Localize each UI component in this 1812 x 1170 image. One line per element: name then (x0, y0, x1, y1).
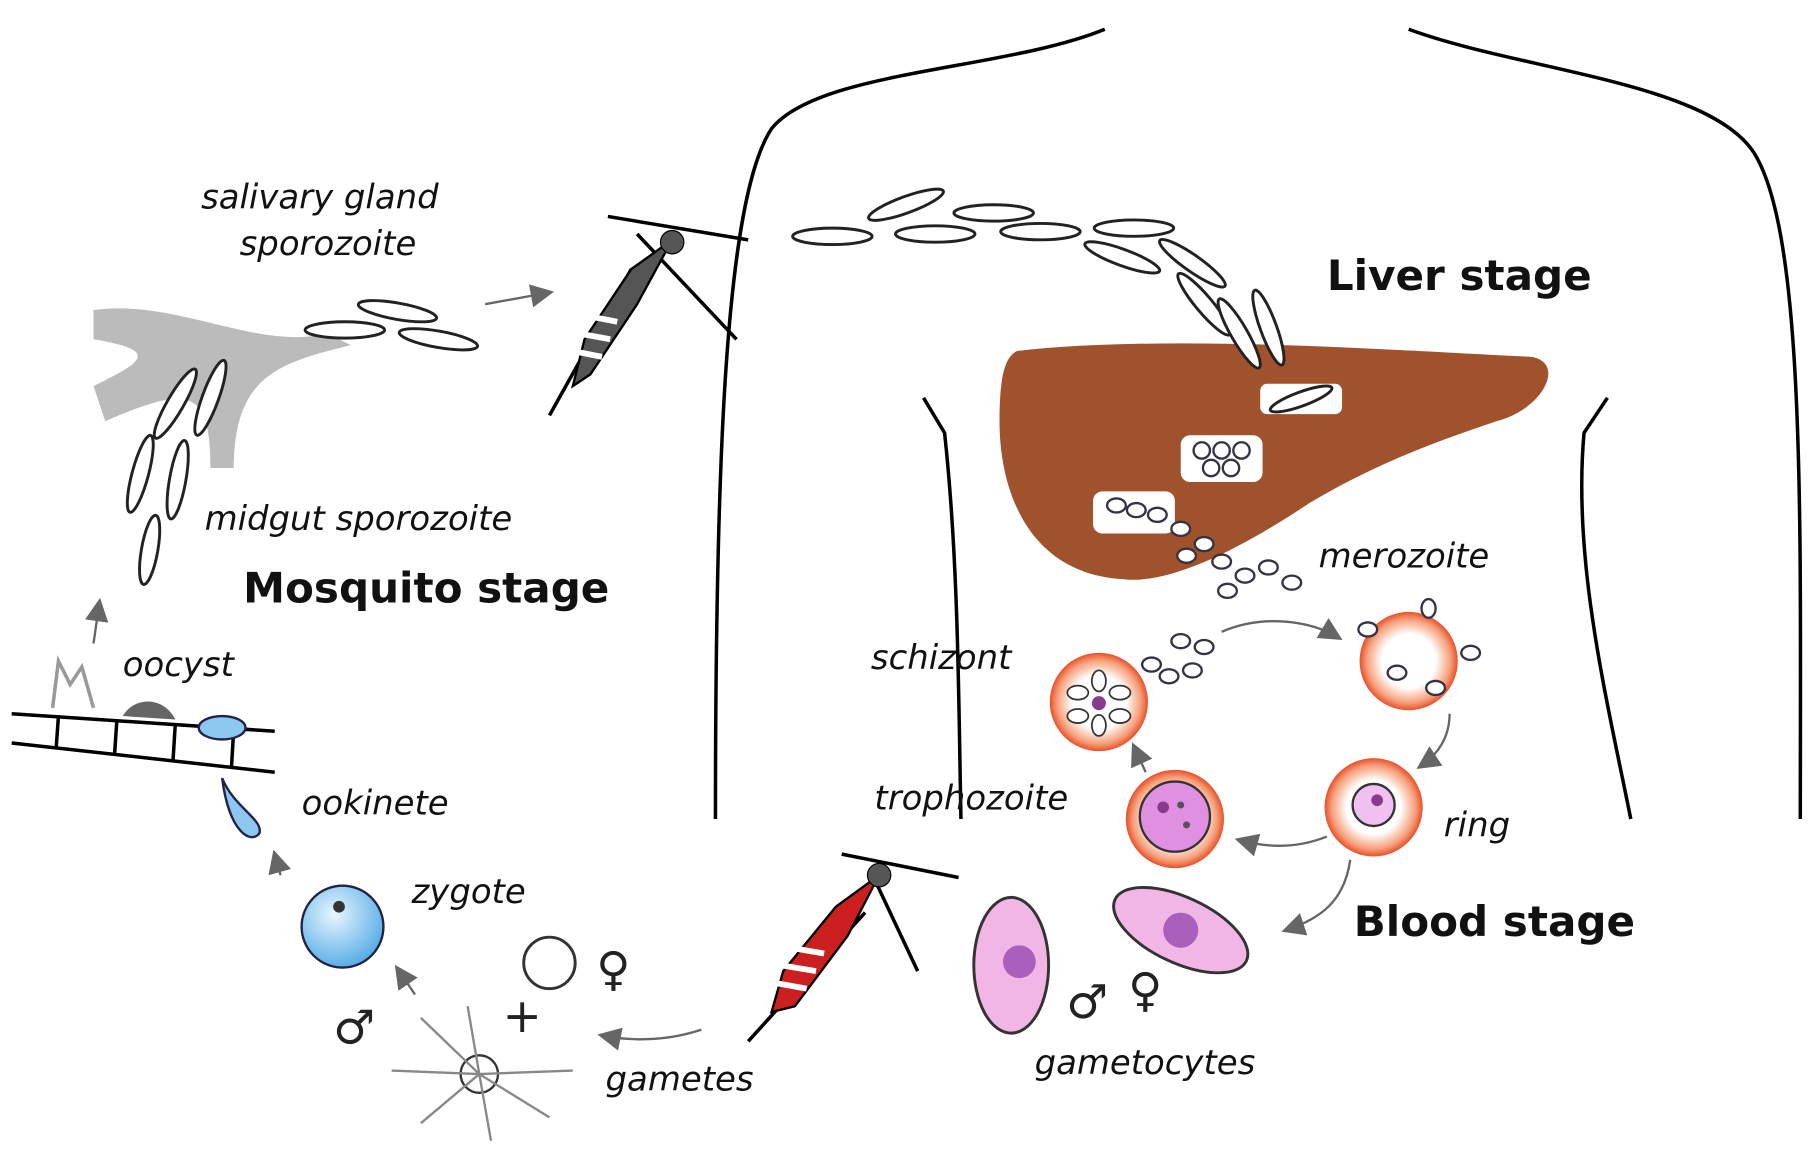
label-blood-stage: Blood stage (1354, 897, 1635, 946)
liver (999, 343, 1549, 600)
zygote-cell (300, 884, 385, 969)
mosquito-biting-icon (547, 214, 749, 417)
midgut-wall-oocyst (11, 655, 275, 774)
label-merozoite: merozoite (1319, 536, 1490, 575)
label-midgut-sporozoite: midgut sporozoite (205, 499, 513, 538)
trophozoite-cell (1125, 769, 1224, 869)
female-symbol-icon: ♀ (1128, 964, 1162, 1018)
cycle-arrows (85, 284, 1451, 1051)
male-symbol-icon: ♂ (1066, 976, 1108, 1030)
gametocyte-female (1112, 886, 1250, 975)
male-symbol-icon: ♂ (333, 1002, 375, 1056)
label-ookinete: ookinete (302, 783, 449, 822)
human-body-outline (713, 27, 1803, 820)
ookinete-cell (220, 777, 261, 839)
merozoites-free (1140, 632, 1215, 685)
ring-cell (1324, 758, 1423, 857)
label-gametocytes: gametocytes (1035, 1043, 1256, 1082)
label-gametes: gametes (606, 1059, 754, 1098)
label-salivary-sporozoite: sporozoite (240, 224, 417, 263)
label-trophozoite: trophozoite (874, 779, 1068, 818)
label-liver-stage: Liver stage (1327, 251, 1592, 300)
label-salivary-gland: salivary gland (201, 177, 439, 216)
mosquito-feeding-icon (746, 852, 959, 1043)
female-symbol-icon: ♀ (596, 943, 630, 997)
label-schizont: schizont (871, 638, 1013, 677)
plus-sign: + (503, 990, 542, 1044)
schizont-cell (1049, 652, 1148, 752)
label-oocyst: oocyst (123, 645, 236, 684)
midgut-sporozoites (125, 358, 228, 586)
gametocyte-male (972, 895, 1051, 1035)
label-mosquito-stage: Mosquito stage (243, 564, 609, 613)
label-ring: ring (1444, 806, 1510, 845)
rbc-invasion-cell (1357, 597, 1482, 711)
sporozoites-in-body (791, 187, 1286, 370)
label-zygote: zygote (410, 872, 525, 911)
gametes-cells (391, 935, 577, 1141)
